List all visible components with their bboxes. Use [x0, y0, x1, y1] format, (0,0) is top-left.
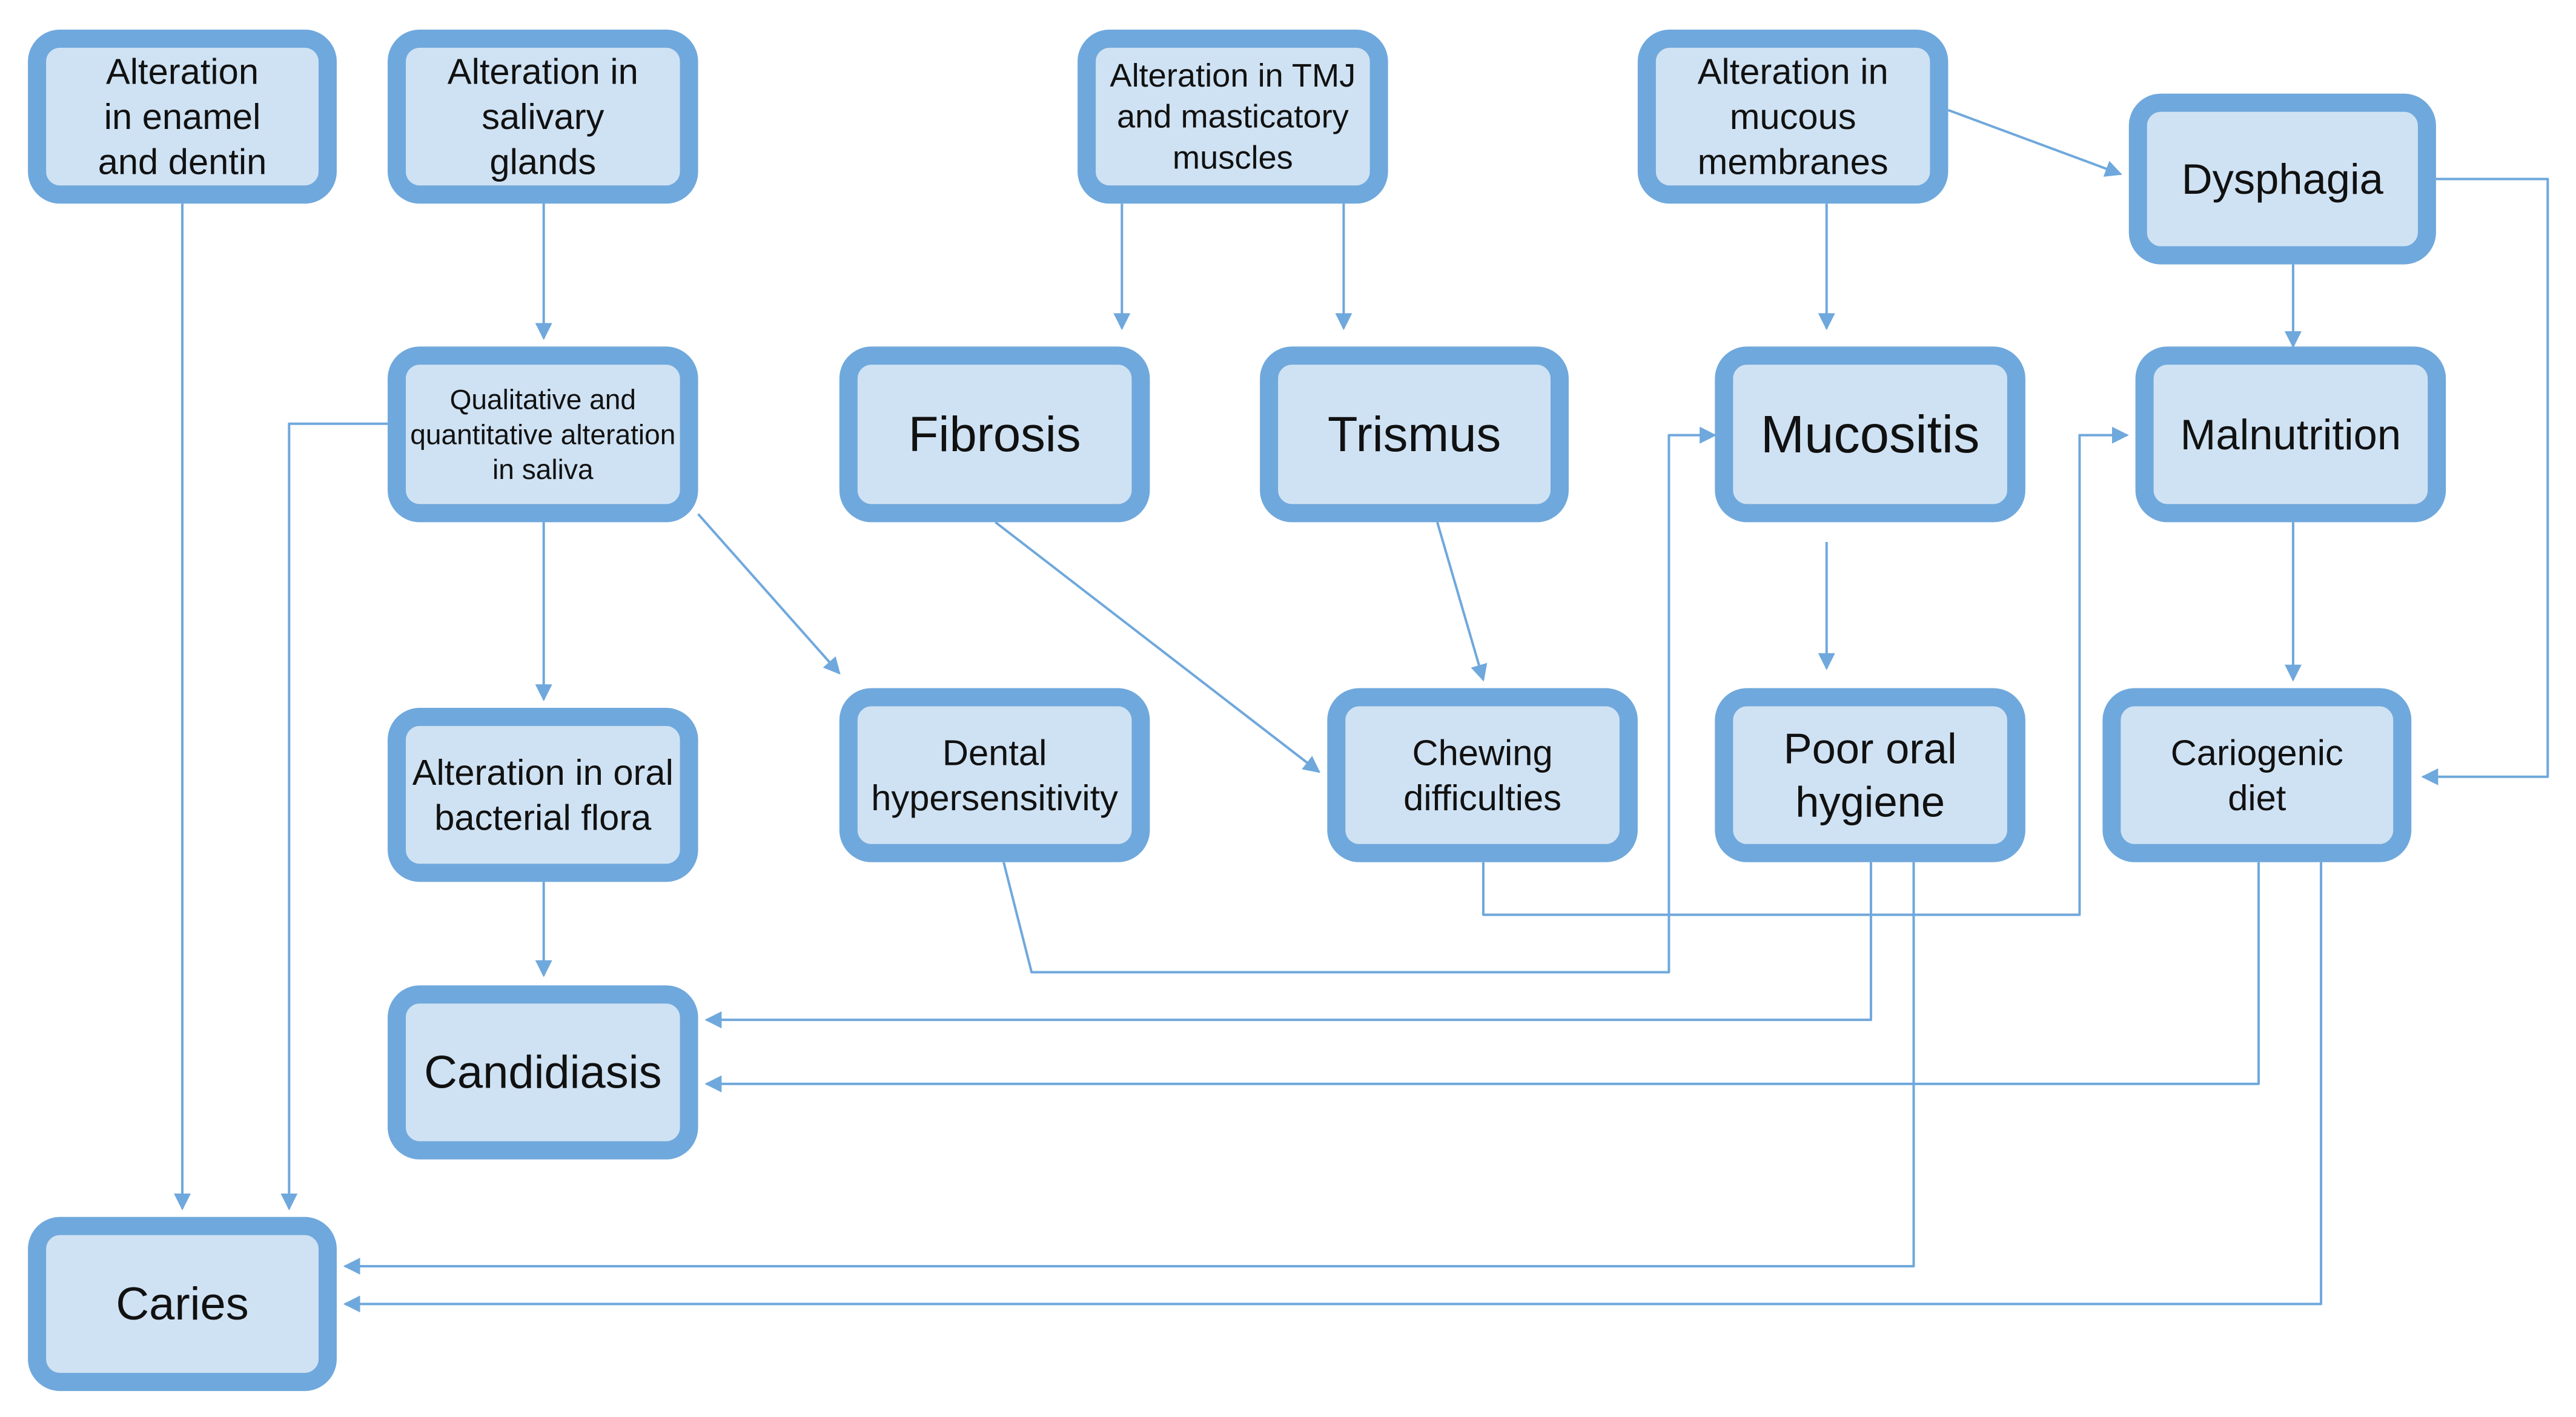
node-box-malnutrition: [2135, 346, 2446, 523]
node-malnutrition: Malnutrition: [2135, 346, 2446, 523]
node-label-mucous: membranes: [1698, 142, 1889, 182]
node-label-enamel: Alteration: [106, 51, 259, 91]
arrow-fibrosis-chewing: [995, 521, 1320, 773]
node-hygiene: Poor oral hygiene: [1715, 688, 2025, 862]
node-box-salivary: [388, 29, 698, 204]
node-box-cariogenic: [2102, 688, 2412, 862]
node-cariogenic: Cariogenic diet: [2102, 688, 2412, 862]
node-trismus: Trismus: [1260, 346, 1569, 523]
node-label-salivary: salivary: [482, 96, 604, 137]
node-box-chewing: [1327, 688, 1638, 862]
arrow-trismus-chewing: [1436, 521, 1488, 682]
node-label-salivary: glands: [489, 142, 596, 182]
arrow-dysphagia-cariogenic: [2421, 177, 2549, 785]
node-label-caries: Caries: [116, 1278, 248, 1330]
node-label-cariogenic: diet: [2228, 778, 2286, 818]
connector-layer: [174, 108, 2549, 1313]
node-label-flora: bacterial flora: [434, 797, 652, 837]
node-candidiasis: Candidiasis: [388, 985, 698, 1160]
node-label-enamel: in enamel: [104, 96, 261, 137]
node-label-chewing: Chewing: [1412, 732, 1553, 773]
node-label-enamel: and dentin: [98, 142, 267, 182]
node-label-tmj: Alteration in TMJ: [1110, 58, 1356, 94]
arrow-chewing-malnutrition: [1482, 426, 2129, 916]
node-label-flora: Alteration in oral: [412, 752, 674, 793]
node-box-tmj: [1078, 29, 1388, 204]
node-label-hygiene: hygiene: [1795, 778, 1945, 826]
node-box-mucositis: [1715, 346, 2025, 523]
node-caries: Caries: [28, 1217, 337, 1392]
node-label-cariogenic: Cariogenic: [2171, 732, 2343, 773]
arrow-mucous-dysphagia: [1947, 108, 2122, 177]
node-box-saliva: [388, 346, 698, 523]
node-label-saliva: Qualitative and: [450, 384, 637, 415]
node-box-enamel: [28, 29, 337, 204]
node-label-fibrosis: Fibrosis: [909, 407, 1081, 462]
node-label-dysphagia: Dysphagia: [2182, 155, 2384, 203]
node-chewing: Chewing difficulties: [1327, 688, 1638, 862]
node-dysphagia: Dysphagia: [2128, 93, 2436, 265]
node-enamel: Alteration in enamel and dentin: [28, 29, 337, 204]
node-salivary: Alteration in salivary glands: [388, 29, 698, 204]
node-tmj: Alteration in TMJ and masticatory muscles: [1078, 29, 1388, 204]
arrow-cariogenic-candidiasis: [704, 862, 2260, 1092]
node-fibrosis: Fibrosis: [839, 346, 1150, 523]
node-label-tmj: and masticatory: [1117, 99, 1349, 135]
node-label-tmj: muscles: [1173, 139, 1293, 176]
node-box-flora: [388, 707, 698, 882]
node-box-caries: [28, 1217, 337, 1392]
node-box-fibrosis: [839, 346, 1150, 523]
node-label-hypersens: hypersensitivity: [871, 778, 1118, 818]
node-box-hypersens: [839, 688, 1150, 862]
arrow-hygiene-caries: [343, 862, 1915, 1275]
arrow-hypersens-hygiene: [1002, 426, 1717, 974]
arrow-saliva-caries: [280, 422, 388, 1211]
node-label-candidiasis: Candidiasis: [424, 1046, 661, 1098]
node-hypersens: Dental hypersensitivity: [839, 688, 1150, 862]
node-label-malnutrition: Malnutrition: [2180, 411, 2401, 458]
node-box-dysphagia: [2128, 93, 2436, 265]
node-label-mucous: Alteration in: [1698, 51, 1889, 91]
node-label-saliva: in saliva: [492, 454, 594, 485]
node-label-mucositis: Mucositis: [1761, 405, 1980, 464]
node-box-mucous: [1637, 29, 1949, 204]
node-box-trismus: [1260, 346, 1569, 523]
arrow-saliva-hypersens: [697, 513, 841, 675]
node-box-candidiasis: [388, 985, 698, 1160]
node-mucositis: Mucositis: [1715, 346, 2025, 523]
node-label-hygiene: Poor oral: [1784, 724, 1957, 772]
arrow-cariogenic-caries: [343, 862, 2323, 1313]
node-box-hygiene: [1715, 688, 2025, 862]
node-label-chewing: difficulties: [1403, 778, 1561, 818]
node-label-saliva: quantitative alteration: [410, 418, 675, 450]
arrow-hygiene-candidiasis: [704, 862, 1872, 1029]
node-label-hypersens: Dental: [942, 732, 1047, 773]
node-mucous: Alteration in mucous membranes: [1637, 29, 1949, 204]
node-label-trismus: Trismus: [1328, 407, 1501, 462]
node-label-mucous: mucous: [1730, 96, 1856, 137]
node-label-salivary: Alteration in: [448, 51, 638, 91]
